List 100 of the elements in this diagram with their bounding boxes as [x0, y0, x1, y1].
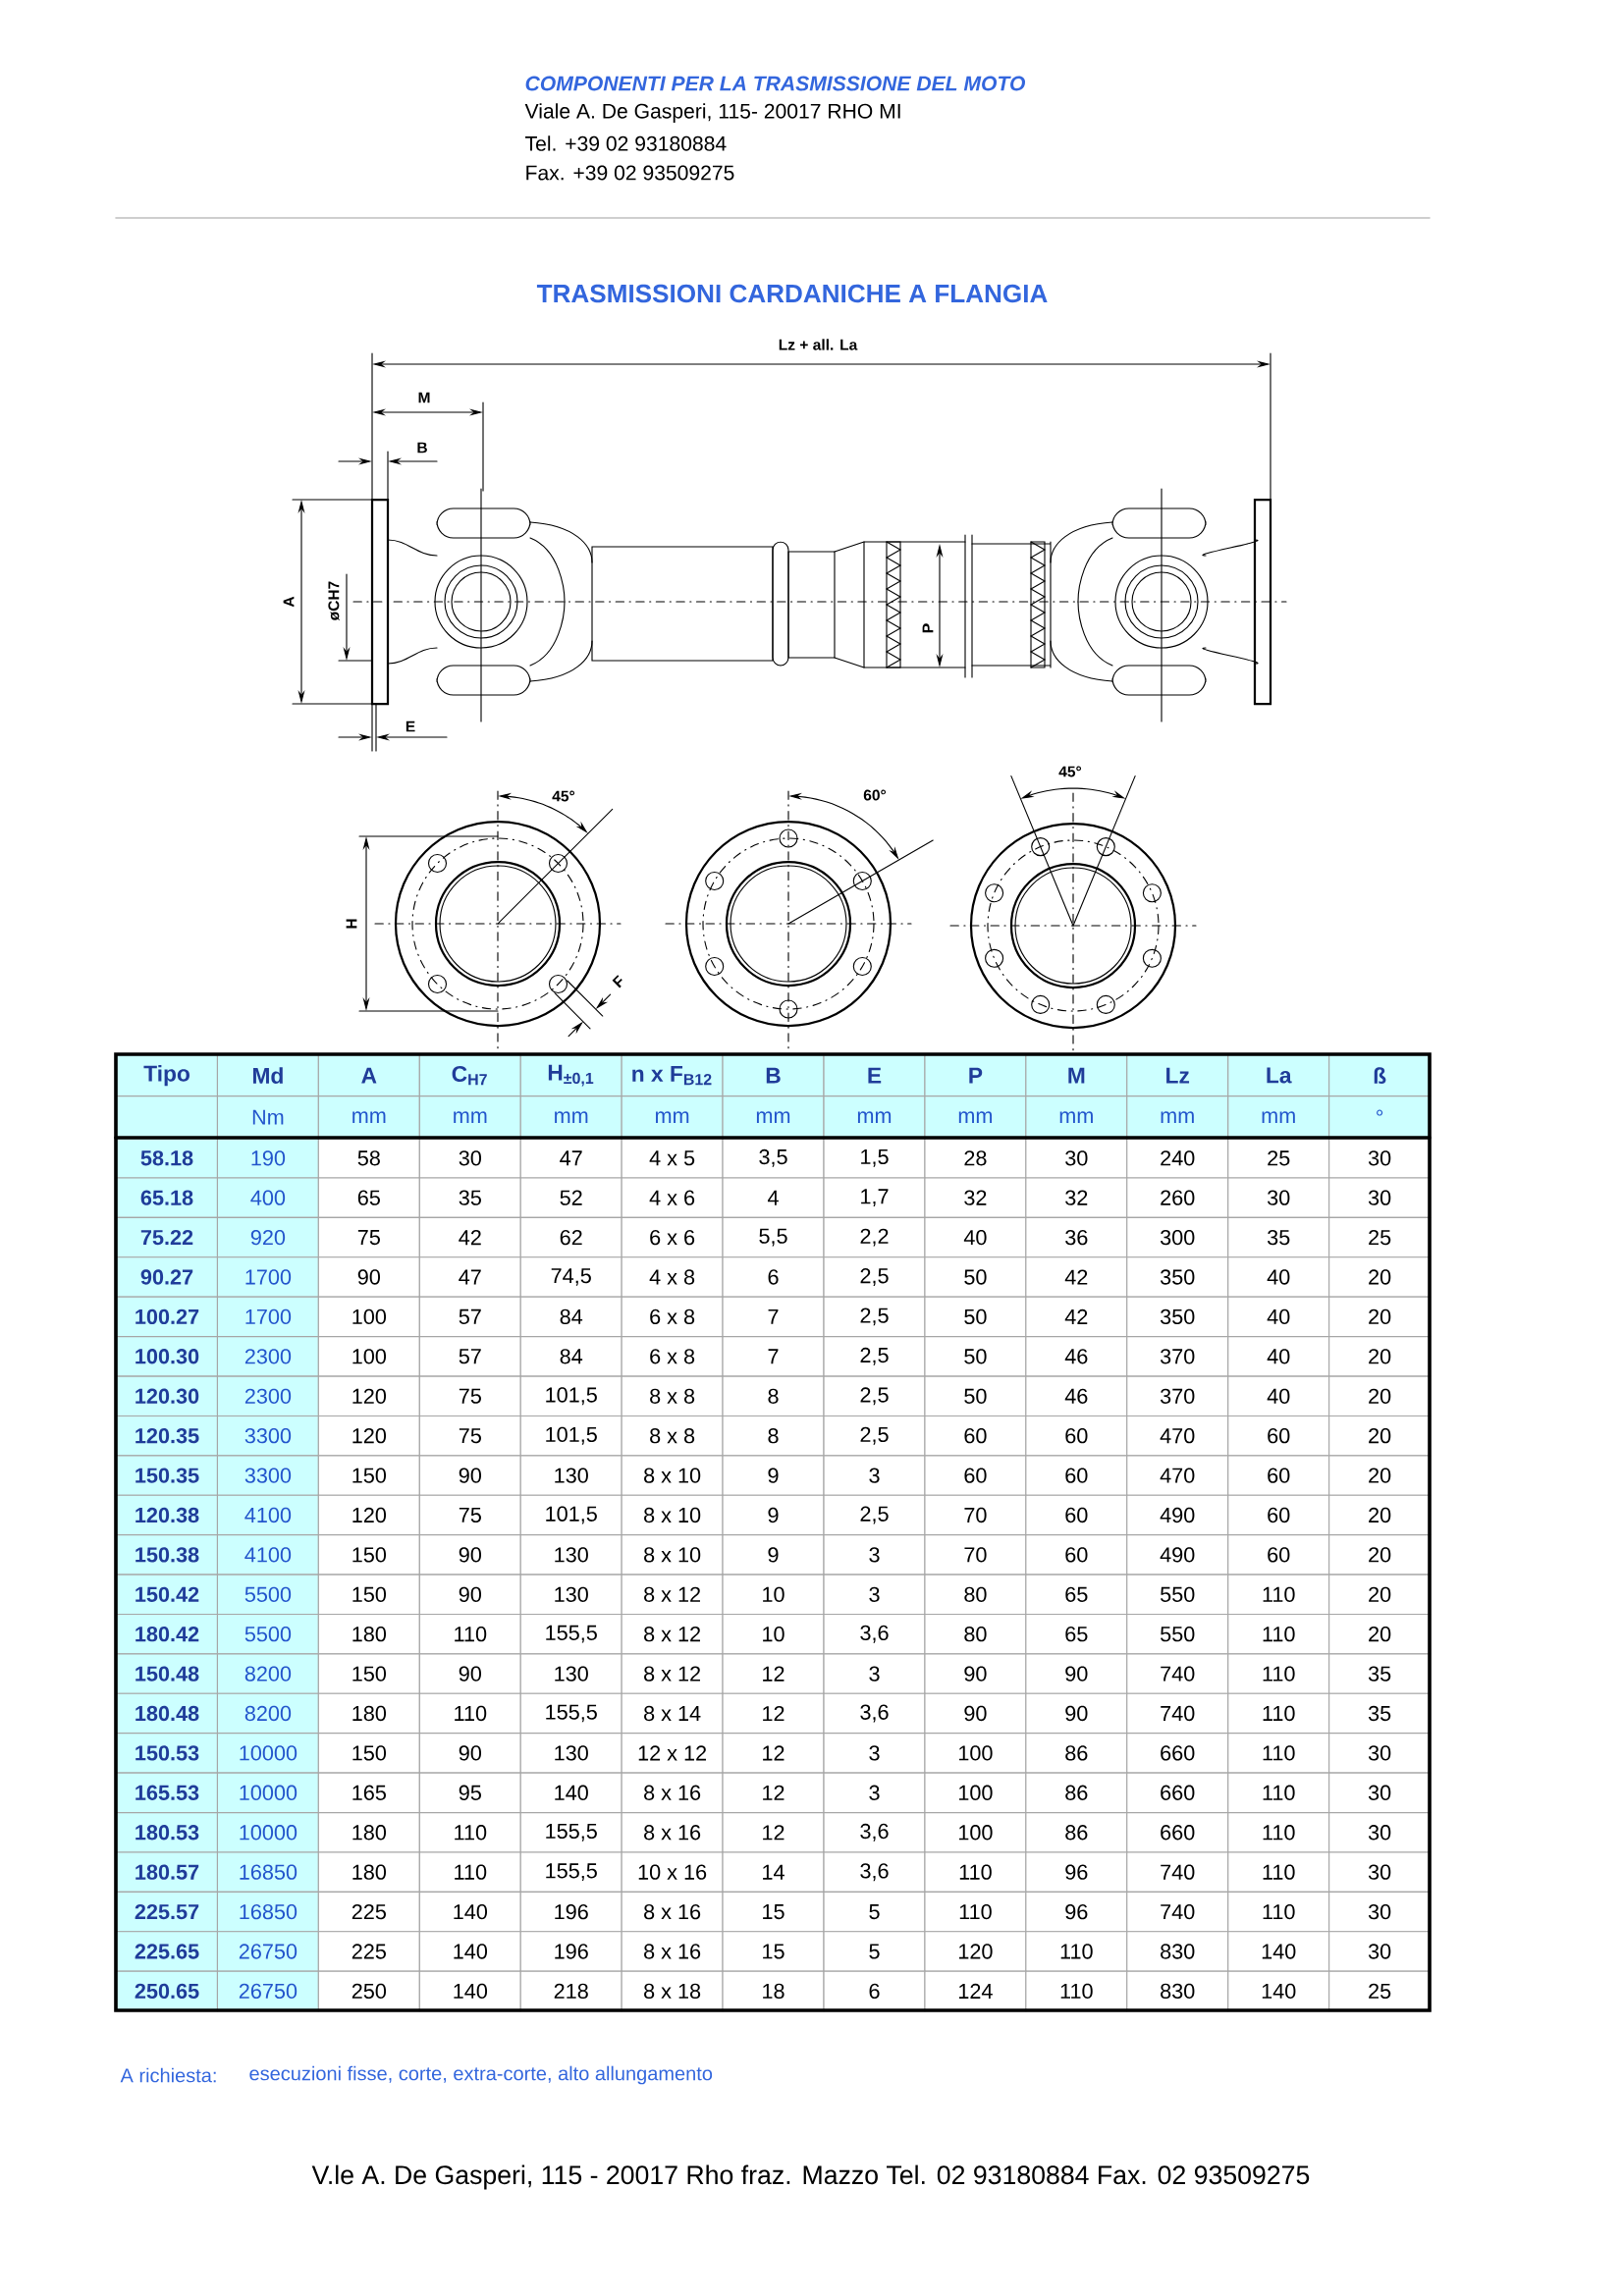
- table-cell: 35: [1328, 1653, 1432, 1694]
- table-cell: M: [1025, 1054, 1128, 1097]
- table-cell: 120.35: [116, 1415, 219, 1457]
- table-cell: 25: [1328, 1216, 1432, 1258]
- table-cell: 30: [1328, 1733, 1432, 1774]
- table-cell: 58.18: [116, 1138, 219, 1179]
- table-cell: 196: [519, 1931, 622, 1972]
- table-cell: 30: [1328, 1177, 1432, 1218]
- table-cell: 155,5: [519, 1692, 622, 1735]
- table-cell: 110: [418, 1851, 521, 1893]
- table-cell: 110: [924, 1851, 1027, 1893]
- table-cell: 10000: [216, 1772, 319, 1814]
- table-cell: 10000: [216, 1733, 319, 1774]
- table-cell: 490: [1126, 1494, 1229, 1536]
- table-cell: 10000: [216, 1812, 319, 1853]
- table-cell: 65: [317, 1177, 420, 1218]
- table-cell: 150: [317, 1455, 420, 1496]
- table-cell: 50: [924, 1296, 1027, 1338]
- table-cell: 16850: [216, 1891, 319, 1933]
- table-cell: 130: [519, 1455, 622, 1496]
- table-cell: 14: [722, 1851, 825, 1893]
- table-cell: 140: [519, 1772, 622, 1814]
- table-cell: 470: [1126, 1455, 1229, 1496]
- table-cell: 110: [1025, 1970, 1128, 2012]
- table-cell: 30: [1328, 1772, 1432, 1814]
- table-cell: 5,5: [722, 1216, 825, 1258]
- table-cell: 250.65: [116, 1970, 219, 2012]
- table-cell: 8200: [216, 1692, 319, 1735]
- table-cell: 62: [519, 1216, 622, 1258]
- table-cell: 3,6: [823, 1692, 926, 1735]
- footer-text: V.le A. De Gasperi, 115 - 20017 Rho fraz. Mazzo Tel. 02 93180884 Fax. 02 93509275: [311, 2164, 1310, 2190]
- table-cell: 2,5: [823, 1415, 926, 1457]
- table-cell: 46: [1025, 1336, 1128, 1377]
- contact-text: Tel. +39 02 93180884: [525, 135, 727, 151]
- contact-text: Viale A. De Gasperi, 115- 20017 RHO MI: [524, 103, 900, 123]
- table-cell: 110: [924, 1891, 1027, 1933]
- table-cell: 225: [317, 1891, 420, 1933]
- table-cell: 8 x 12: [621, 1613, 724, 1655]
- table-cell: 36: [1025, 1216, 1128, 1258]
- table-cell: 2,2: [823, 1216, 926, 1258]
- table-cell: 60: [1227, 1455, 1330, 1496]
- table-cell: 101,5: [519, 1375, 622, 1417]
- table-cell: 90: [924, 1653, 1027, 1694]
- table-cell: 9: [722, 1455, 825, 1496]
- table-cell: 75: [418, 1415, 521, 1457]
- table-cell: 65: [1025, 1613, 1128, 1655]
- table-cell: 110: [418, 1613, 521, 1655]
- table-cell: 120: [317, 1415, 420, 1457]
- table-cell: 350: [1126, 1256, 1229, 1298]
- table-cell: 2,5: [823, 1494, 926, 1536]
- table-cell: 57: [418, 1296, 521, 1338]
- table-cell: 150: [317, 1653, 420, 1694]
- table-cell: 180.57: [116, 1851, 219, 1893]
- dimension-label: 60°: [863, 789, 887, 801]
- note-text: esecuzioni fisse, corte, extra-corte, alto allungamento: [249, 2065, 713, 2085]
- table-cell: 180.48: [116, 1692, 219, 1735]
- table-cell: 75.22: [116, 1216, 219, 1258]
- table-cell: 2300: [216, 1375, 319, 1417]
- table-cell: 75: [418, 1494, 521, 1536]
- table-cell: 60: [924, 1415, 1027, 1457]
- table-cell: 20: [1328, 1256, 1432, 1298]
- table-cell: 40: [1227, 1336, 1330, 1377]
- table-cell: 70: [924, 1494, 1027, 1536]
- dimension-label: H: [346, 919, 357, 929]
- table-cell: 260: [1126, 1177, 1229, 1218]
- table-cell: 400: [216, 1177, 319, 1218]
- table-cell: 155,5: [519, 1851, 622, 1893]
- table-cell: 86: [1025, 1772, 1128, 1814]
- table-cell: 140: [418, 1970, 521, 2012]
- table-cell: 370: [1126, 1336, 1229, 1377]
- table-cell: 32: [924, 1177, 1027, 1218]
- table-cell: 150.42: [116, 1574, 219, 1616]
- table-cell: 42: [418, 1216, 521, 1258]
- table-cell: ß: [1328, 1054, 1432, 1097]
- table-cell: 90: [1025, 1653, 1128, 1694]
- table-cell: Nm: [216, 1095, 319, 1140]
- table-cell: 218: [519, 1970, 622, 2012]
- table-cell: 90: [418, 1455, 521, 1496]
- table-cell: 3: [823, 1733, 926, 1774]
- table-cell: 165: [317, 1772, 420, 1814]
- table-cell: 74,5: [519, 1256, 622, 1298]
- table-cell: 140: [1227, 1931, 1330, 1972]
- table-cell: 30: [1328, 1931, 1432, 1972]
- table-cell: 12: [722, 1812, 825, 1853]
- table-cell: 20: [1328, 1415, 1432, 1457]
- table-cell: 130: [519, 1574, 622, 1616]
- table-cell: 240: [1126, 1138, 1229, 1179]
- table-cell: 30: [1328, 1891, 1432, 1933]
- table-cell: H$_{±0,1}$: [519, 1054, 622, 1097]
- table-cell: 130: [519, 1534, 622, 1575]
- table-cell: 84: [519, 1296, 622, 1338]
- table-cell: 3: [823, 1574, 926, 1616]
- table-cell: 20: [1328, 1336, 1432, 1377]
- table-cell: 8 x 8: [621, 1415, 724, 1457]
- table-cell: 4100: [216, 1494, 319, 1536]
- table-cell: 65: [1025, 1574, 1128, 1616]
- table-cell: 3: [823, 1534, 926, 1575]
- table-cell: 155,5: [519, 1613, 622, 1655]
- table-cell: 8 x 16: [621, 1772, 724, 1814]
- table-cell: 740: [1126, 1851, 1229, 1893]
